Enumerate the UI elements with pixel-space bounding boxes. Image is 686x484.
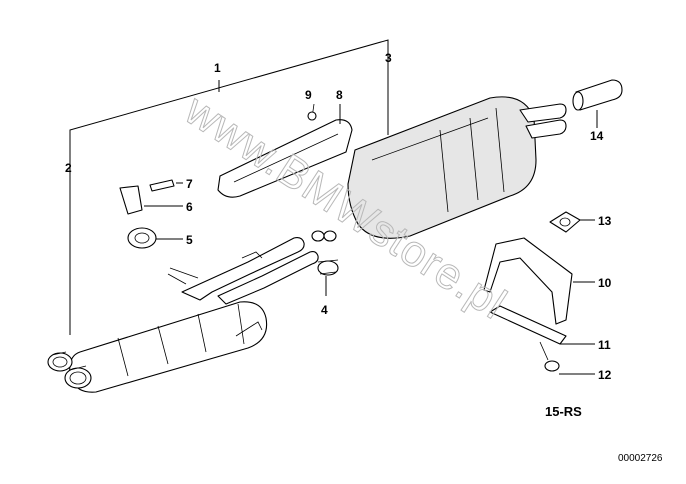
callout-13: 13	[598, 214, 612, 228]
mounting-hardware	[119, 179, 175, 249]
nut-part	[544, 360, 560, 372]
screw-part	[307, 111, 317, 121]
callout-8: 8	[336, 88, 343, 102]
callout-leader-lines	[144, 104, 598, 375]
callout-6: 6	[186, 200, 193, 214]
diagram-code-label: 15-RS	[545, 404, 582, 419]
hanger-bracket-part	[483, 237, 573, 372]
assembly-bracket-lines	[69, 39, 389, 335]
callout-14: 14	[590, 129, 604, 143]
rear-silencer-part	[347, 96, 567, 239]
heat-shield-part	[217, 103, 353, 198]
callout-1: 1	[214, 61, 221, 75]
callout-12: 12	[598, 368, 612, 382]
bolt-part	[149, 179, 175, 192]
front-silencer-part	[47, 301, 268, 393]
callout-4: 4	[321, 303, 328, 317]
callout-3: 3	[385, 51, 392, 65]
intermediate-pipe-part	[167, 230, 337, 337]
tail-pipe-left-part	[47, 352, 73, 372]
callout-5: 5	[186, 233, 193, 247]
image-number-label: 00002726	[618, 453, 663, 464]
rubber-ring-part	[549, 211, 581, 233]
rubber-mount-part	[127, 227, 157, 249]
clip-part	[119, 185, 143, 215]
callout-2: 2	[65, 161, 72, 175]
exhaust-sleeve-part	[572, 79, 623, 111]
pipe-clamp-part	[317, 259, 339, 276]
callout-11: 11	[598, 338, 611, 352]
callout-7: 7	[186, 177, 193, 191]
callout-10: 10	[598, 276, 612, 290]
callout-9: 9	[305, 88, 312, 102]
tail-pipe-right-part	[64, 367, 92, 389]
